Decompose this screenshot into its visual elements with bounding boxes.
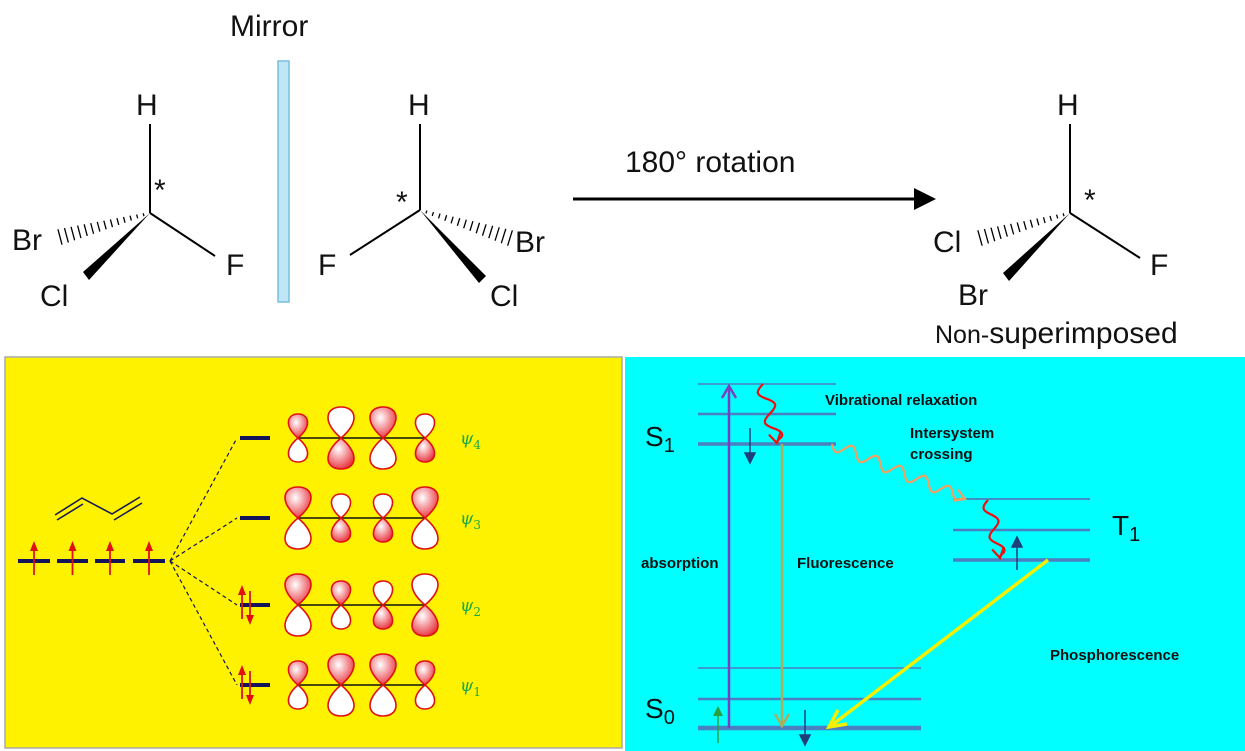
s1-label: S1: [645, 421, 675, 457]
vibrational-relaxation-label: Vibrational relaxation: [825, 392, 977, 409]
orbital-label: ψ1: [460, 676, 481, 699]
mirror-label: Mirror: [230, 10, 308, 43]
atom-br: Br: [12, 224, 42, 257]
molecular-orbital-1: ψ1: [169, 560, 481, 717]
orbital-label: ψ4: [460, 429, 481, 452]
p-orbital-lobe: [287, 660, 309, 687]
p-orbital-lobe: [411, 603, 439, 637]
p-orbital-lobe: [284, 486, 312, 520]
vibrational-relaxation-arrow: [756, 383, 784, 446]
molecule-left: H * F Br Cl: [12, 89, 244, 313]
atom-br: Br: [958, 279, 988, 312]
p-orbital-lobe: [327, 653, 355, 687]
orbital-label: ψ2: [460, 596, 481, 619]
p-orbital-lobe: [327, 683, 355, 717]
mo-diagram-panel: ψ4 ψ3 ψ2 ψ1: [4, 356, 623, 749]
p-orbital-lobe: [287, 436, 309, 463]
rotation-label: 180° rotation: [625, 146, 795, 179]
p-orbital-lobe: [414, 660, 436, 687]
fluorescence-label: Fluorescence: [797, 555, 894, 572]
isc-label-line1: Intersystem: [910, 425, 994, 442]
s0-label: S0: [645, 693, 675, 729]
non-superimposed-label: Non-superimposed: [935, 317, 1178, 350]
p-orbital-lobe: [411, 573, 439, 607]
chirality-section: Mirror H * F Br Cl H * F Br Cl 1: [12, 10, 1178, 350]
molecular-orbital-4: ψ4: [169, 406, 481, 562]
p-orbital-lobe: [369, 436, 397, 470]
atom-cl: Cl: [490, 280, 518, 313]
intersystem-crossing-arrow: [830, 443, 967, 502]
p-orbital-lobe: [330, 516, 352, 543]
p-orbital-lobe: [372, 516, 394, 543]
spin-arrows: [743, 428, 1024, 747]
atom-f: F: [1150, 249, 1168, 282]
p-orbital-lobe: [287, 413, 309, 440]
hashed-bond: [977, 213, 1065, 246]
t1-label: T1: [1112, 510, 1140, 546]
p-orbital-lobe: [284, 516, 312, 550]
p-orbital-lobe: [411, 486, 439, 520]
atom-f: F: [318, 249, 336, 282]
p-orbital-lobe: [284, 573, 312, 607]
p-orbital-lobe: [330, 580, 352, 607]
molecular-orbital-3: ψ3: [169, 486, 481, 562]
butadiene-structure: [54, 496, 143, 521]
hashed-bond: [425, 210, 513, 246]
phosphorescence-arrow: [830, 558, 1050, 727]
p-orbital-lobe: [287, 683, 309, 710]
p-orbital-lobe: [414, 413, 436, 440]
mirror-plane: [277, 60, 290, 303]
stereocenter-star: *: [154, 174, 166, 207]
p-orbital-lobe: [414, 436, 436, 463]
p-orbital-lobe: [372, 580, 394, 607]
atom-cl: Cl: [933, 226, 961, 259]
p-orbital-lobe: [330, 603, 352, 630]
molecular-orbital-2: ψ2: [169, 560, 481, 637]
orbital-label: ψ3: [460, 509, 481, 532]
p-orbital-lobe: [411, 516, 439, 550]
p-orbital-lobe: [372, 493, 394, 520]
jablonski-panel: S1 S0 T1 absorption Fluorescence Vibrati…: [625, 357, 1245, 751]
atomic-p-level: [133, 541, 165, 575]
p-orbital-lobe: [284, 603, 312, 637]
atom-h: H: [408, 89, 430, 122]
p-orbital-lobe: [414, 683, 436, 710]
atom-f: F: [226, 249, 244, 282]
isc-label-line2: crossing: [910, 446, 973, 463]
atomic-p-level: [95, 541, 125, 575]
p-orbital-lobe: [369, 406, 397, 440]
atomic-p-level: [18, 541, 50, 575]
molecule-mirror: H * F Br Cl: [318, 89, 545, 313]
hashed-bond: [57, 213, 145, 245]
stereocenter-star: *: [1084, 184, 1096, 217]
energy-levels: [698, 383, 1090, 731]
molecule-rotated: H * F Cl Br: [933, 89, 1168, 312]
phosphorescence-label: Phosphorescence: [1050, 647, 1179, 664]
triplet-relaxation-arrow: [982, 499, 1006, 561]
atom-br: Br: [515, 226, 545, 259]
atom-h: H: [1057, 89, 1079, 122]
absorption-label: absorption: [641, 555, 719, 572]
p-orbital-lobe: [330, 493, 352, 520]
p-orbital-lobe: [327, 406, 355, 440]
p-orbital-lobe: [372, 603, 394, 630]
p-orbital-lobe: [369, 683, 397, 717]
p-orbital-lobe: [369, 653, 397, 687]
atom-cl: Cl: [40, 280, 68, 313]
atomic-p-level: [57, 541, 88, 575]
atom-h: H: [136, 89, 158, 122]
p-orbital-lobe: [327, 436, 355, 470]
stereocenter-star: *: [396, 186, 408, 219]
